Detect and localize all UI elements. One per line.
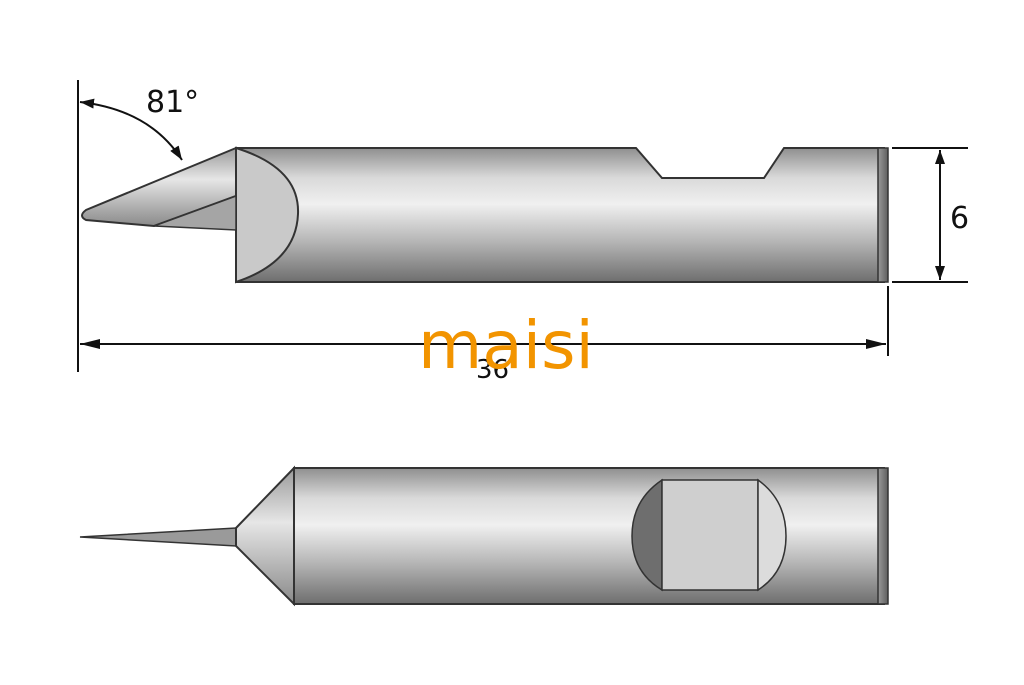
notch-left-curve (631, 478, 663, 592)
shank-body (235, 147, 885, 283)
height-dimension: 6 (892, 147, 969, 283)
top-shank-end (877, 467, 889, 605)
watermark-text: maisi (418, 307, 594, 384)
needle-tip (79, 527, 241, 547)
blade-side-view (81, 146, 889, 284)
length-label: 36 (476, 355, 509, 385)
cone-section (235, 465, 295, 607)
notch-right-curve (757, 478, 787, 592)
front-bevel-face (235, 146, 300, 284)
blade-tip (81, 146, 237, 228)
angle-label: 81° (146, 85, 199, 120)
top-shank-body (293, 467, 885, 605)
blade-tip-lower-facet (153, 194, 237, 231)
length-dimension: 36 (80, 286, 889, 385)
notch-flat-face (661, 479, 759, 591)
shank-end (877, 147, 889, 283)
height-label: 6 (950, 201, 969, 236)
angle-dimension: 81° (77, 80, 199, 372)
blade-top-view (79, 465, 889, 607)
angle-arc (79, 98, 183, 161)
